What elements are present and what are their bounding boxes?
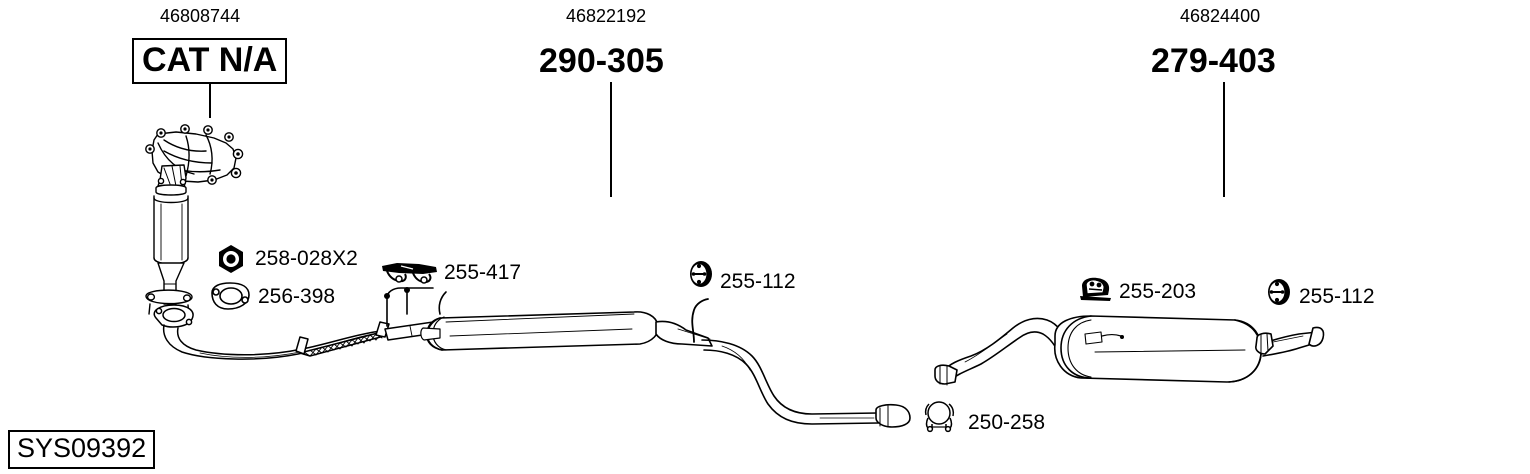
part-hanger-strap-label: 255-203 xyxy=(1119,280,1197,303)
part-bracket-icon-wrap xyxy=(379,260,441,286)
part-rubber-mount-rear-label: 255-112 xyxy=(1299,285,1375,308)
centre-silencer xyxy=(420,298,720,376)
oe-number-rear-silencer: 46824400 xyxy=(1180,6,1261,26)
oe-number-centre-silencer: 46822192 xyxy=(566,6,647,26)
bracket-icon xyxy=(379,260,441,286)
leader-line-centre-silencer xyxy=(610,82,612,197)
centre-silencer-inlet-hanger-rod xyxy=(430,286,460,316)
part-nut-label: 258-028X2 xyxy=(255,247,358,270)
part-hanger-strap-icon-wrap xyxy=(1077,276,1113,302)
nut-icon xyxy=(215,243,247,275)
centre-silencer-hanger-rod xyxy=(684,296,718,343)
intermediate-pipe xyxy=(700,334,960,444)
system-id-box: SYS09392 xyxy=(8,430,156,469)
part-clamp-icon-wrap xyxy=(920,398,960,433)
leader-line-catalytic-converter xyxy=(209,82,211,118)
group-code-catalytic-converter: CAT N/A xyxy=(132,38,288,84)
part-clamp-label: 250-258 xyxy=(968,411,1046,434)
gasket-icon xyxy=(208,281,252,311)
rubber-mount-icon xyxy=(1266,278,1292,306)
part-rubber-mount-rear-icon-wrap xyxy=(1266,278,1292,306)
leader-line-rear-silencer xyxy=(1223,82,1225,197)
rubber-mount-icon xyxy=(688,260,714,288)
system-id: SYS09392 xyxy=(8,430,156,469)
part-gasket-icon-wrap xyxy=(208,281,252,311)
part-rubber-mount-centre-label: 255-112 xyxy=(720,270,796,293)
part-gasket-label: 256-398 xyxy=(258,285,336,308)
exhaust-manifold-with-catalytic-converter xyxy=(128,118,258,323)
clamp-icon xyxy=(920,398,960,433)
part-rubber-mount-centre-icon-wrap xyxy=(688,260,714,288)
group-code-catalytic-converter-box: CAT N/A xyxy=(132,38,288,84)
part-bracket-label: 255-417 xyxy=(444,261,522,284)
part-nut-icon-wrap xyxy=(215,243,247,275)
front-pipe-with-flex-section xyxy=(148,302,448,382)
oe-number-catalytic-converter: 46808744 xyxy=(160,6,241,26)
front-pipe-hanger-rod xyxy=(381,278,451,328)
rear-silencer xyxy=(934,298,1325,398)
hanger-strap-icon xyxy=(1077,276,1113,302)
group-code-rear-silencer: 279-403 xyxy=(1151,42,1276,80)
group-code-centre-silencer: 290-305 xyxy=(539,42,664,80)
